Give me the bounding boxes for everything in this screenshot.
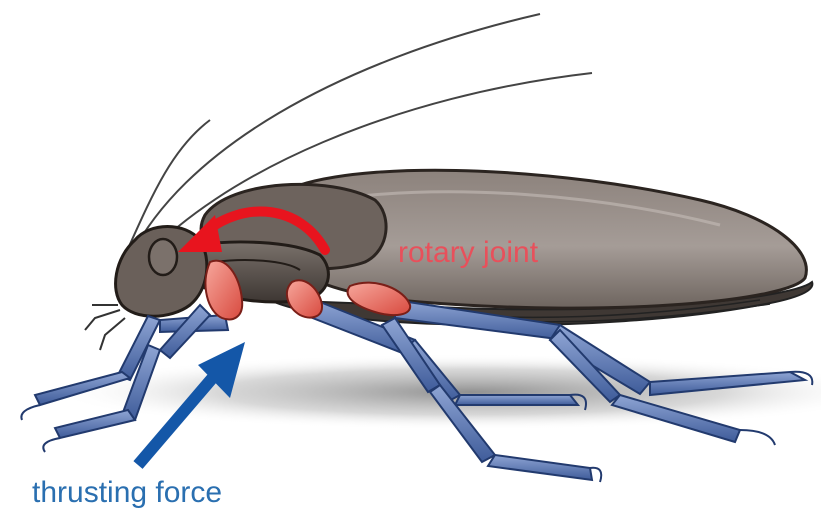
mouthparts	[85, 305, 125, 350]
eye	[149, 239, 177, 275]
thrusting-force-label: thrusting force	[32, 476, 222, 509]
rotary-joint-label: rotary joint	[398, 236, 539, 269]
